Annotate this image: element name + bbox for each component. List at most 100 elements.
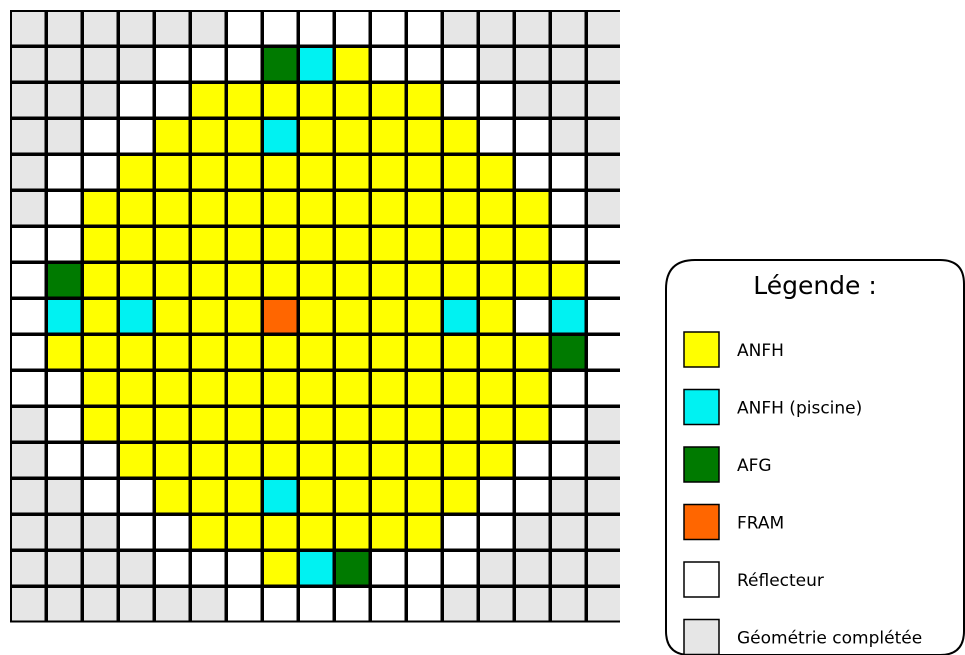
cell-anfh [406, 298, 443, 335]
cell-anfh [226, 118, 263, 155]
cell-geometrie-completee [10, 514, 47, 551]
cell-geometrie-completee [550, 82, 587, 119]
cell-anfh [298, 226, 335, 263]
cell-geometrie-completee [154, 586, 191, 623]
legend-item-geometrie-completee-label: Géométrie complétée [737, 629, 922, 649]
cell-reflecteur [190, 550, 227, 587]
cell-anfh [118, 262, 155, 299]
cell-anfh [442, 226, 479, 263]
cell-anfh [190, 442, 227, 479]
cell-geometrie-completee [586, 190, 620, 227]
cell-anfh [334, 442, 371, 479]
cell-anfh [46, 334, 83, 371]
cell-reflecteur [298, 586, 335, 623]
cell-reflecteur [514, 478, 551, 515]
legend-item-afg-label: AFG [737, 456, 772, 476]
cell-reflecteur [118, 514, 155, 551]
cell-anfh [298, 118, 335, 155]
cell-anfh [262, 262, 299, 299]
cell-anfh [334, 406, 371, 443]
cell-reflecteur [478, 478, 515, 515]
cell-geometrie-completee [514, 514, 551, 551]
legend-item-afg-swatch [683, 446, 720, 483]
cell-geometrie-completee [550, 478, 587, 515]
cell-geometrie-completee [46, 118, 83, 155]
cell-reflecteur [226, 586, 263, 623]
cell-reflecteur [154, 82, 191, 119]
cell-anfh [370, 262, 407, 299]
cell-reflecteur [478, 82, 515, 119]
cell-anfh-piscine [298, 550, 335, 587]
cell-anfh [190, 370, 227, 407]
cell-anfh [118, 442, 155, 479]
cell-geometrie-completee [46, 478, 83, 515]
cell-anfh [514, 262, 551, 299]
cell-anfh [298, 478, 335, 515]
cell-reflecteur [118, 82, 155, 119]
cell-anfh [190, 262, 227, 299]
cell-anfh [226, 226, 263, 263]
cell-geometrie-completee [10, 46, 47, 83]
legend-item-fram-label: FRAM [737, 514, 784, 534]
cell-anfh [154, 118, 191, 155]
cell-anfh [370, 514, 407, 551]
cell-anfh [262, 550, 299, 587]
cell-anfh [478, 262, 515, 299]
cell-anfh [514, 334, 551, 371]
cell-anfh [154, 154, 191, 191]
cell-anfh [406, 118, 443, 155]
cell-geometrie-completee [154, 10, 191, 47]
cell-geometrie-completee [118, 550, 155, 587]
cell-reflecteur [586, 226, 620, 263]
cell-anfh [154, 442, 191, 479]
cell-anfh [442, 154, 479, 191]
cell-anfh [442, 442, 479, 479]
cell-anfh [118, 154, 155, 191]
cell-anfh [226, 82, 263, 119]
cell-anfh [370, 298, 407, 335]
cell-anfh [82, 190, 119, 227]
cell-anfh [334, 190, 371, 227]
cell-reflecteur [514, 298, 551, 335]
cell-anfh [478, 334, 515, 371]
core-map [10, 10, 620, 623]
cell-anfh [298, 442, 335, 479]
cell-anfh [406, 82, 443, 119]
cell-anfh [334, 514, 371, 551]
cell-anfh [514, 406, 551, 443]
cell-reflecteur [406, 46, 443, 83]
cell-geometrie-completee [190, 10, 227, 47]
cell-reflecteur [226, 46, 263, 83]
cell-anfh [154, 370, 191, 407]
cell-geometrie-completee [550, 586, 587, 623]
cell-reflecteur [334, 586, 371, 623]
cell-reflecteur [442, 514, 479, 551]
cell-anfh [262, 406, 299, 443]
cell-anfh [154, 226, 191, 263]
cell-geometrie-completee [586, 442, 620, 479]
legend-title: Légende : [753, 271, 877, 300]
cell-reflecteur [442, 82, 479, 119]
cell-reflecteur [46, 442, 83, 479]
cell-geometrie-completee [10, 154, 47, 191]
cell-anfh [514, 226, 551, 263]
cell-anfh [190, 190, 227, 227]
cell-reflecteur [550, 370, 587, 407]
cell-reflecteur [10, 370, 47, 407]
cell-reflecteur [478, 118, 515, 155]
cell-anfh [154, 478, 191, 515]
cell-geometrie-completee [514, 82, 551, 119]
cell-anfh [226, 442, 263, 479]
cell-anfh [298, 406, 335, 443]
cell-geometrie-completee [118, 46, 155, 83]
cell-geometrie-completee [550, 550, 587, 587]
cell-anfh [226, 334, 263, 371]
cell-reflecteur [586, 370, 620, 407]
cell-geometrie-completee [478, 10, 515, 47]
cell-geometrie-completee [190, 586, 227, 623]
cell-afg [262, 46, 299, 83]
cell-reflecteur [406, 586, 443, 623]
cell-anfh [190, 334, 227, 371]
cell-geometrie-completee [550, 118, 587, 155]
